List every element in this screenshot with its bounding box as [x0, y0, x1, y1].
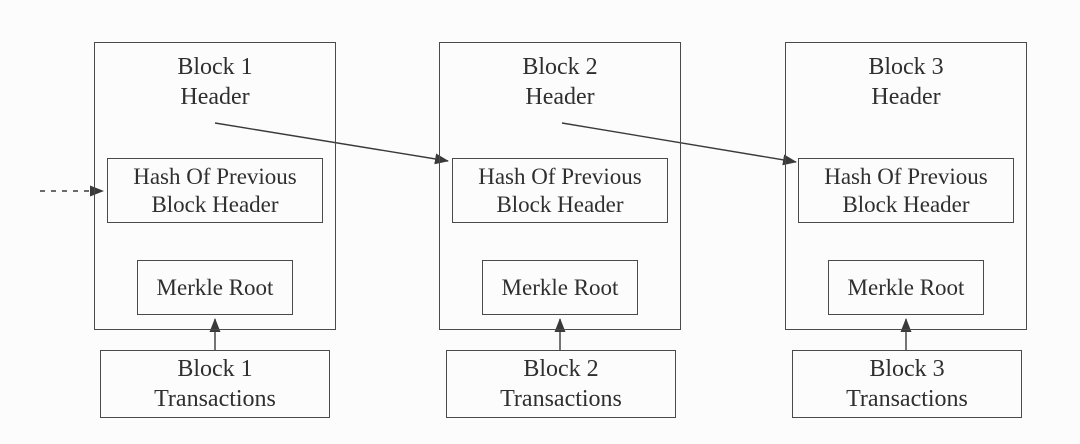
block2-header-box: Block 2 Header Hash Of Previous Block He…: [439, 42, 681, 330]
block3-hash-label-line1: Hash Of Previous: [824, 163, 988, 189]
block2-header-title-line1: Block 2: [522, 54, 598, 80]
block3-hash-of-previous-box: Hash Of Previous Block Header: [798, 158, 1014, 223]
block3-header-box: Block 3 Header Hash Of Previous Block He…: [785, 42, 1027, 330]
block1-hash-label-line1: Hash Of Previous: [133, 163, 297, 189]
block1-merkle-label: Merkle Root: [156, 274, 274, 300]
block1-transactions-box: Block 1 Transactions: [100, 350, 330, 418]
block3-hash-label-line2: Block Header: [842, 191, 970, 217]
block3-merkle-root-box: Merkle Root: [828, 260, 984, 315]
block2-transactions-line1: Block 2: [523, 356, 599, 382]
block1-transactions-line1: Block 1: [177, 356, 253, 382]
block3-header-title-line2: Header: [871, 84, 941, 110]
block2-transactions-box: Block 2 Transactions: [446, 350, 676, 418]
block2-hash-of-previous-box: Hash Of Previous Block Header: [452, 158, 668, 223]
block2-header-title-line2: Header: [525, 84, 595, 110]
block1-header-title-line2: Header: [180, 84, 250, 110]
block2-header-title: Block 2 Header: [440, 52, 680, 112]
block2-hash-label-line2: Block Header: [496, 191, 624, 217]
block2-transactions-line2: Transactions: [500, 386, 622, 412]
block1-merkle-root-box: Merkle Root: [137, 260, 293, 315]
block3-transactions-line1: Block 3: [869, 356, 945, 382]
block2-merkle-label: Merkle Root: [501, 274, 619, 300]
block1-header-box: Block 1 Header Hash Of Previous Block He…: [94, 42, 336, 330]
block1-header-title: Block 1 Header: [95, 52, 335, 112]
block2-hash-label-line1: Hash Of Previous: [478, 163, 642, 189]
block2-merkle-root-box: Merkle Root: [482, 260, 638, 315]
block1-hash-label-line2: Block Header: [151, 191, 279, 217]
block1-transactions-line2: Transactions: [154, 386, 276, 412]
block3-transactions-box: Block 3 Transactions: [792, 350, 1022, 418]
block3-transactions-line2: Transactions: [846, 386, 968, 412]
block1-header-title-line1: Block 1: [177, 54, 253, 80]
block3-header-title-line1: Block 3: [868, 54, 944, 80]
block1-hash-of-previous-box: Hash Of Previous Block Header: [107, 158, 323, 223]
block3-header-title: Block 3 Header: [786, 52, 1026, 112]
block3-merkle-label: Merkle Root: [847, 274, 965, 300]
